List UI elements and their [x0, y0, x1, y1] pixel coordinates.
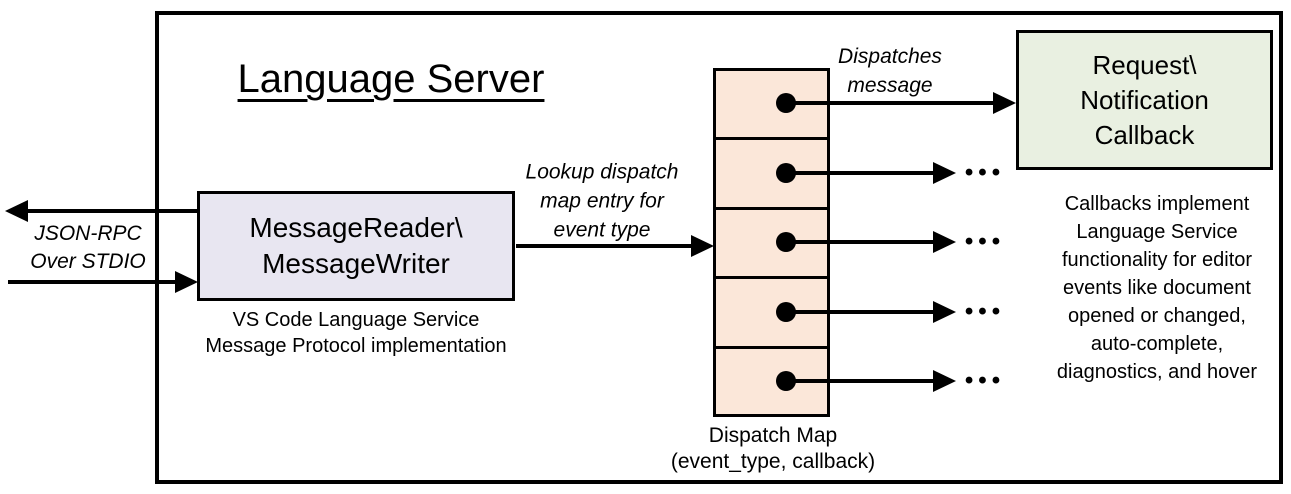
dispatch-arrow-3 — [786, 231, 956, 253]
ellipsis-dots: ••• — [964, 298, 1006, 325]
request-notification-callback-box: Request\ Notification Callback — [1016, 30, 1273, 170]
dispatch-map-label-line-2: (event_type, callback) — [670, 450, 876, 473]
dispatch-arrow-5 — [786, 370, 956, 392]
ellipsis-dots: ••• — [964, 367, 1006, 394]
ellipsis-dots: ••• — [964, 159, 1006, 186]
ellipsis-dots: ••• — [964, 228, 1006, 255]
reader-box-line-1: MessageReader\ — [249, 212, 463, 243]
dispatch-arrow-2 — [786, 162, 956, 184]
lookup-label-line-1: Lookup dispatch — [525, 160, 679, 184]
reader-box-caption: VS Code Language Service Message Protoco… — [205, 307, 506, 359]
lookup-label-line-3: event type — [553, 218, 651, 242]
dispatch-arrow-1 — [786, 92, 1016, 114]
callback-box-line-3: Callback — [1094, 119, 1195, 150]
message-reader-writer-box: MessageReader\ MessageWriter — [197, 191, 515, 301]
callback-box-line-1: Request\ — [1092, 49, 1197, 80]
callbacks-note-line-2: Language Service — [1076, 221, 1238, 243]
stdio-label-line-2: Over STDIO — [30, 250, 146, 273]
lookup-label-line-2: map entry for — [540, 189, 664, 213]
lookup-label: Lookup dispatch map entry for event type — [526, 158, 679, 245]
dispatch-map-label-line-1: Dispatch Map — [708, 424, 838, 447]
dispatches-label-line-1: Dispatches — [838, 45, 942, 68]
lookup-arrow — [516, 235, 714, 257]
dispatches-label-line-2: message — [847, 74, 933, 97]
callbacks-note-line-3: functionality for editor — [1061, 249, 1253, 271]
stdio-inbound-arrow — [8, 271, 198, 293]
dispatch-map-label: Dispatch Map (event_type, callback) — [671, 423, 875, 475]
stdio-label: JSON-RPC Over STDIO — [30, 220, 146, 276]
callbacks-note-line-1: Callbacks implement — [1064, 193, 1250, 215]
callback-box-line-2: Notification — [1080, 84, 1209, 115]
language-server-boundary — [155, 11, 1283, 484]
callbacks-note-line-6: auto-complete, — [1090, 333, 1224, 355]
stdio-outbound-arrow — [5, 200, 199, 222]
reader-caption-line-2: Message Protocol implementation — [205, 335, 507, 357]
reader-caption-line-1: VS Code Language Service — [232, 309, 480, 331]
callbacks-note-line-4: events like document — [1063, 277, 1251, 299]
callbacks-note: Callbacks implement Language Service fun… — [1057, 190, 1257, 386]
callbacks-note-line-5: opened or changed, — [1068, 305, 1246, 327]
dispatch-arrow-4 — [786, 301, 956, 323]
stdio-label-line-1: JSON-RPC — [34, 222, 142, 245]
diagram-title: Language Server — [237, 57, 545, 101]
dispatches-label: Dispatches message — [838, 42, 942, 100]
callbacks-note-line-7: diagnostics, and hover — [1056, 361, 1258, 383]
reader-box-line-2: MessageWriter — [262, 248, 450, 279]
